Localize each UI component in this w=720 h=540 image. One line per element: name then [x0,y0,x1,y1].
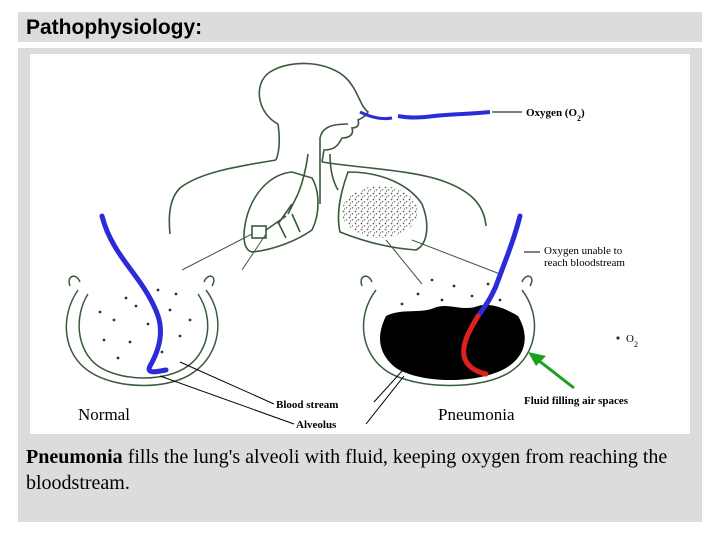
head-outline [258,62,370,163]
alveolus-zoom-box [251,225,267,239]
pneumonia-alveolus-outline [360,275,536,387]
normal-label: Normal [78,405,130,424]
o2-legend-label: O2 [626,333,638,349]
lungs [243,171,428,253]
label-leader-lines [159,359,413,425]
caption: Pneumonia fills the lung's alveoli with … [26,444,686,496]
blocked-oxygen-stream-blue [475,213,523,319]
pneumonia-alveolus-dots [400,278,502,306]
oxygen-inhaled-stream [397,110,491,120]
connector-lines [181,233,501,285]
diagram-svg: Oxygen (O2) Oxygen unable to reach blood… [65,62,638,431]
caption-text: fills the lung's alveoli with fluid, kee… [26,446,668,494]
oxygen-airway-stream [359,110,393,120]
caption-keyword: Pneumonia [26,446,123,468]
normal-oxygen-stream [99,213,169,375]
left-lung [243,171,319,253]
torso-outline [168,62,487,235]
airway [319,123,349,204]
right-lung [337,171,428,251]
title-bar: Pathophysiology: [18,12,702,42]
blocked-oxygen-stream-red [461,313,489,377]
shoulders [168,159,277,235]
unable-label-line2: reach bloodstream [544,257,625,269]
shoulders-right [321,161,487,227]
slide-title: Pathophysiology: [26,16,203,39]
unable-label-line1: Oxygen unable to [544,245,623,257]
pneumonia-label: Pneumonia [438,405,515,424]
content-panel: Oxygen (O2) Oxygen unable to reach blood… [18,48,702,522]
lung-infiltrate [342,186,418,238]
alveolus-label: Alveolus [296,419,337,431]
bronchi [265,193,301,239]
neck-left [275,123,281,161]
o2-legend-dot [616,336,620,340]
fluid-fill [380,304,525,380]
fluid-arrow [528,352,575,390]
oxygen-label: Oxygen (O2) [526,107,585,123]
pneumonia-diagram: Oxygen (O2) Oxygen unable to reach blood… [30,54,690,434]
fluid-label: Fluid filling air spaces [524,395,629,407]
blood-stream-label: Blood stream [276,399,338,411]
normal-alveolus [65,275,219,387]
trachea [297,153,339,195]
